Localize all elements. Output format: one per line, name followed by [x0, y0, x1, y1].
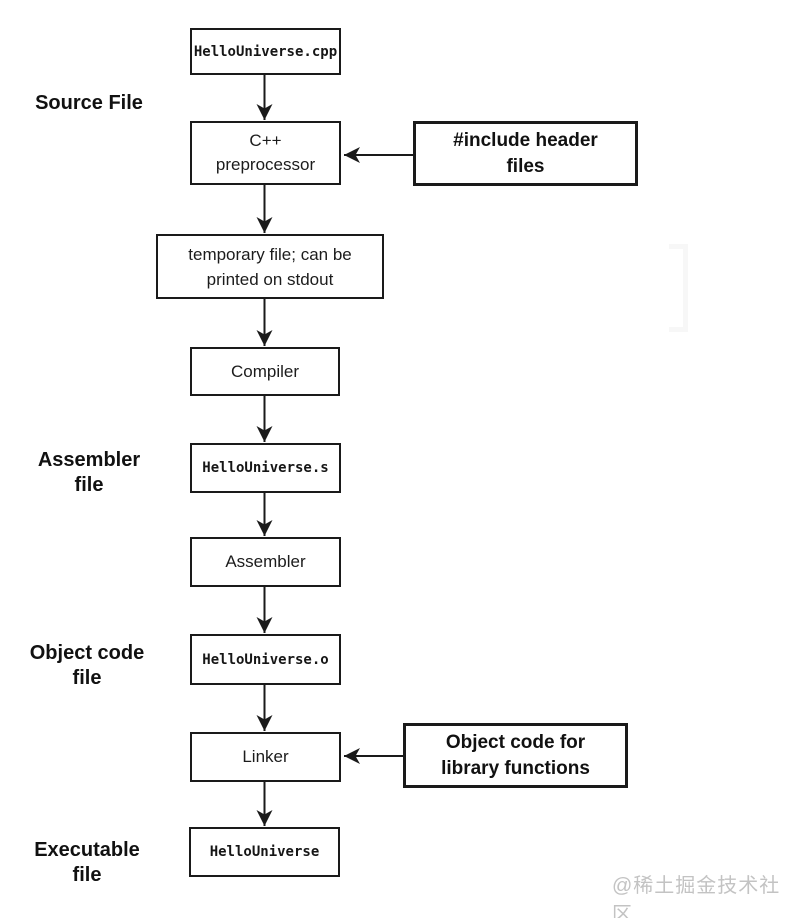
assembler-file-stage-label: Assembler file	[14, 448, 164, 498]
include-header-callout-line1: #include header	[453, 129, 598, 151]
assembler-node: Assembler	[190, 537, 341, 587]
preprocessor-node: C++ preprocessor	[190, 121, 341, 185]
temp-file-node-label-line2: printed on stdout	[206, 269, 334, 289]
object-file-node: HelloUniverse.o	[190, 634, 341, 685]
library-object-code-callout-line2: library functions	[441, 757, 590, 779]
executable-stage-label-line1: Executable	[34, 839, 140, 861]
assembler-node-label: Assembler	[225, 552, 306, 571]
preprocessor-node-label-line1: C++	[249, 131, 282, 150]
library-object-code-callout: Object code for library functions	[403, 723, 628, 788]
include-header-callout: #include header files	[413, 121, 638, 186]
object-code-stage-label: Object code file	[12, 641, 162, 691]
assembler-file-stage-label-line1: Assembler	[37, 449, 141, 471]
linker-node-label: Linker	[242, 747, 289, 766]
object-file-node-label: HelloUniverse.o	[202, 651, 329, 668]
compiler-node: Compiler	[190, 347, 340, 396]
executable-node: HelloUniverse	[189, 827, 340, 877]
temp-file-node-label-line1: temporary file; can be	[188, 244, 352, 264]
assembler-file-node-label: HelloUniverse.s	[202, 460, 329, 476]
source-file-stage-label: Source File	[14, 91, 164, 116]
watermark: @稀土掘金技术社区	[612, 875, 781, 918]
linker-node: Linker	[190, 732, 341, 782]
preprocessor-node-label-line2: preprocessor	[215, 155, 316, 174]
assembler-file-node: HelloUniverse.s	[190, 443, 341, 493]
source-file-node-label: HelloUniverse.cpp	[193, 43, 338, 60]
library-object-code-callout-line1: Object code for	[445, 731, 586, 753]
object-code-stage-label-line2: file	[72, 667, 102, 689]
compiler-node-label: Compiler	[230, 361, 300, 381]
temp-file-node: temporary file; can be printed on stdout	[156, 234, 384, 299]
faint-bracket-artifact	[669, 244, 688, 332]
include-header-callout-line2: files	[506, 155, 545, 177]
executable-stage-label-line2: file	[72, 864, 102, 886]
source-file-node: HelloUniverse.cpp	[190, 28, 341, 75]
executable-stage-label: Executable file	[12, 838, 162, 888]
source-file-stage-label-text: Source File	[35, 92, 143, 114]
executable-node-label: HelloUniverse	[209, 844, 320, 860]
object-code-stage-label-line1: Object code	[29, 642, 145, 664]
assembler-file-stage-label-line2: file	[74, 474, 104, 496]
